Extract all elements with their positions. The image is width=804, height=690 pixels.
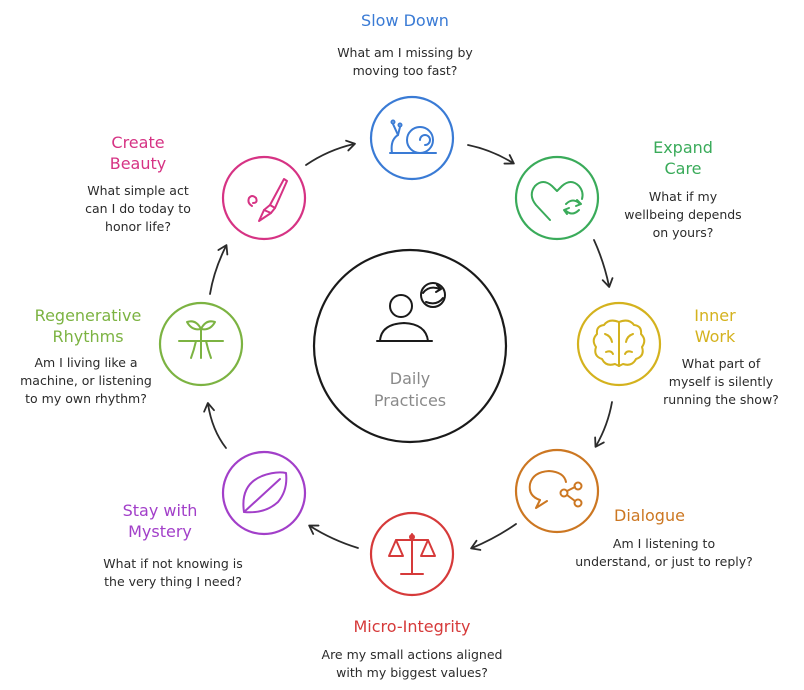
node-create-beauty <box>221 155 307 241</box>
arrow-micro-integrity-to-stay-with-mystery <box>308 524 359 549</box>
sprout-icon <box>178 320 224 359</box>
micro-integrity-question: Are my small actions aligned with my big… <box>321 647 503 680</box>
inner-work-question: What part of myself is silently running … <box>663 356 779 407</box>
scales-icon <box>388 533 436 575</box>
arrow-inner-work-to-dialogue <box>594 401 613 448</box>
center-label: Daily Practices <box>373 369 447 410</box>
regenerative-rhythms-circle <box>158 301 244 387</box>
arrow-slow-down-to-expand-care <box>467 144 515 165</box>
stay-with-mystery-circle <box>221 450 307 536</box>
slow-down-circle <box>369 95 455 181</box>
slow-down-title: Slow Down <box>361 11 449 30</box>
speech-share-icon <box>528 470 583 509</box>
cycle-arrows <box>203 139 614 551</box>
arrow-expand-care-to-inner-work <box>593 239 614 288</box>
dialogue-circle <box>514 448 600 534</box>
node-dialogue <box>514 448 600 534</box>
regenerative-rhythms-question: Am I living like a machine, or listening… <box>20 355 152 406</box>
leaf-icon <box>242 471 288 514</box>
center-circle <box>312 248 508 444</box>
expand-care-circle <box>514 155 600 241</box>
slow-down-question: What am I missing by moving too fast? <box>337 45 473 78</box>
heart-cycle-icon <box>530 181 584 221</box>
node-stay-with-mystery <box>221 450 307 536</box>
expand-care-title: Expand Care <box>653 138 713 178</box>
regenerative-rhythms-title: Regenerative Rhythms <box>34 306 142 346</box>
arrow-stay-with-mystery-to-regenerative-rhythms <box>203 402 227 449</box>
create-beauty-question: What simple act can I do today to honor … <box>85 183 191 234</box>
node-inner-work <box>576 301 662 387</box>
micro-integrity-title: Micro-Integrity <box>353 617 471 636</box>
inner-work-circle <box>576 301 662 387</box>
create-beauty-circle <box>221 155 307 241</box>
node-slow-down <box>369 95 455 181</box>
stay-with-mystery-question: What if not knowing is the very thing I … <box>103 556 243 589</box>
two-heads-exchange-icon <box>376 282 446 342</box>
expand-care-question: What if my wellbeing depends on yours? <box>624 189 742 240</box>
dialogue-title: Dialogue <box>614 506 685 525</box>
arrow-regenerative-rhythms-to-create-beauty <box>209 244 229 295</box>
node-expand-care <box>514 155 600 241</box>
arrow-dialogue-to-micro-integrity <box>470 523 517 551</box>
node-micro-integrity <box>369 511 455 597</box>
brain-icon <box>592 319 646 367</box>
create-beauty-title: Create Beauty <box>109 133 167 173</box>
center-node <box>312 248 508 444</box>
paintbrush-icon <box>247 178 288 222</box>
stay-with-mystery-title: Stay with Mystery <box>122 501 198 541</box>
dialogue-question: Am I listening to understand, or just to… <box>575 536 753 569</box>
snail-icon <box>389 119 437 154</box>
arrow-create-beauty-to-slow-down <box>305 139 356 166</box>
node-regenerative-rhythms <box>158 301 244 387</box>
inner-work-title: Inner Work <box>694 306 736 346</box>
micro-integrity-circle <box>369 511 455 597</box>
